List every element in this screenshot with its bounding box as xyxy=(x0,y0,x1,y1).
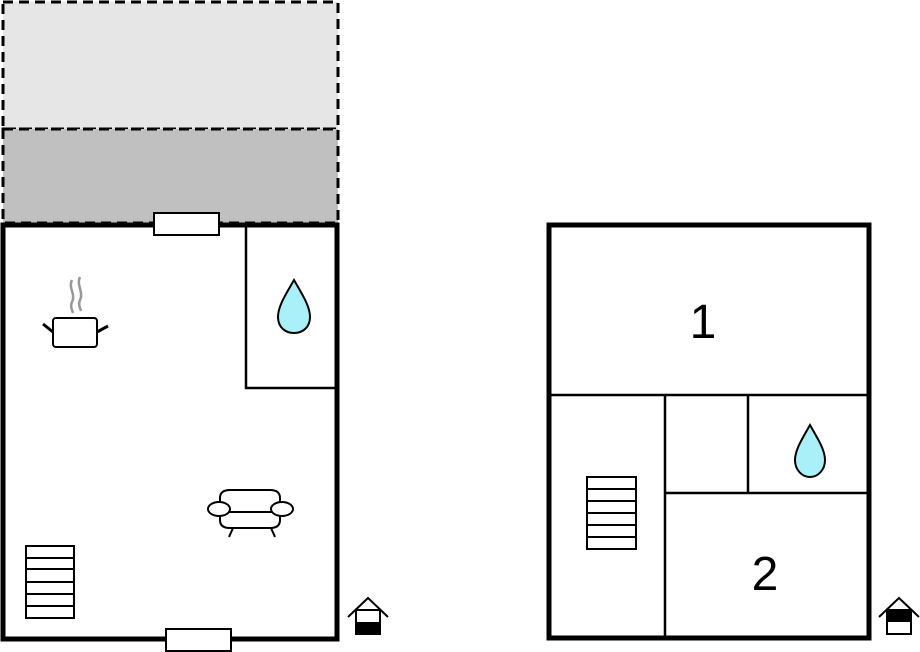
room-1-label: 1 xyxy=(690,296,717,349)
floor-indicator-ground-icon xyxy=(347,596,389,635)
upper-floor-walls xyxy=(546,222,872,641)
stairs-icon xyxy=(25,545,75,619)
upper-floor-plan: 1 2 xyxy=(546,222,920,641)
bathroom-wall xyxy=(244,225,337,390)
bathroom-water-drop-icon xyxy=(793,422,827,479)
terrace-covered xyxy=(1,127,340,225)
sofa-icon xyxy=(207,489,294,538)
terrace-outer xyxy=(1,0,340,131)
ground-floor-plan xyxy=(0,0,389,652)
bottom-door xyxy=(165,628,232,652)
bathroom-water-drop-icon xyxy=(276,277,312,335)
stairs-icon xyxy=(586,476,637,550)
floor-indicator-upper-icon xyxy=(878,596,920,635)
kitchen-pot-icon xyxy=(42,276,109,348)
top-door xyxy=(153,212,220,236)
room-2-label: 2 xyxy=(752,548,779,601)
